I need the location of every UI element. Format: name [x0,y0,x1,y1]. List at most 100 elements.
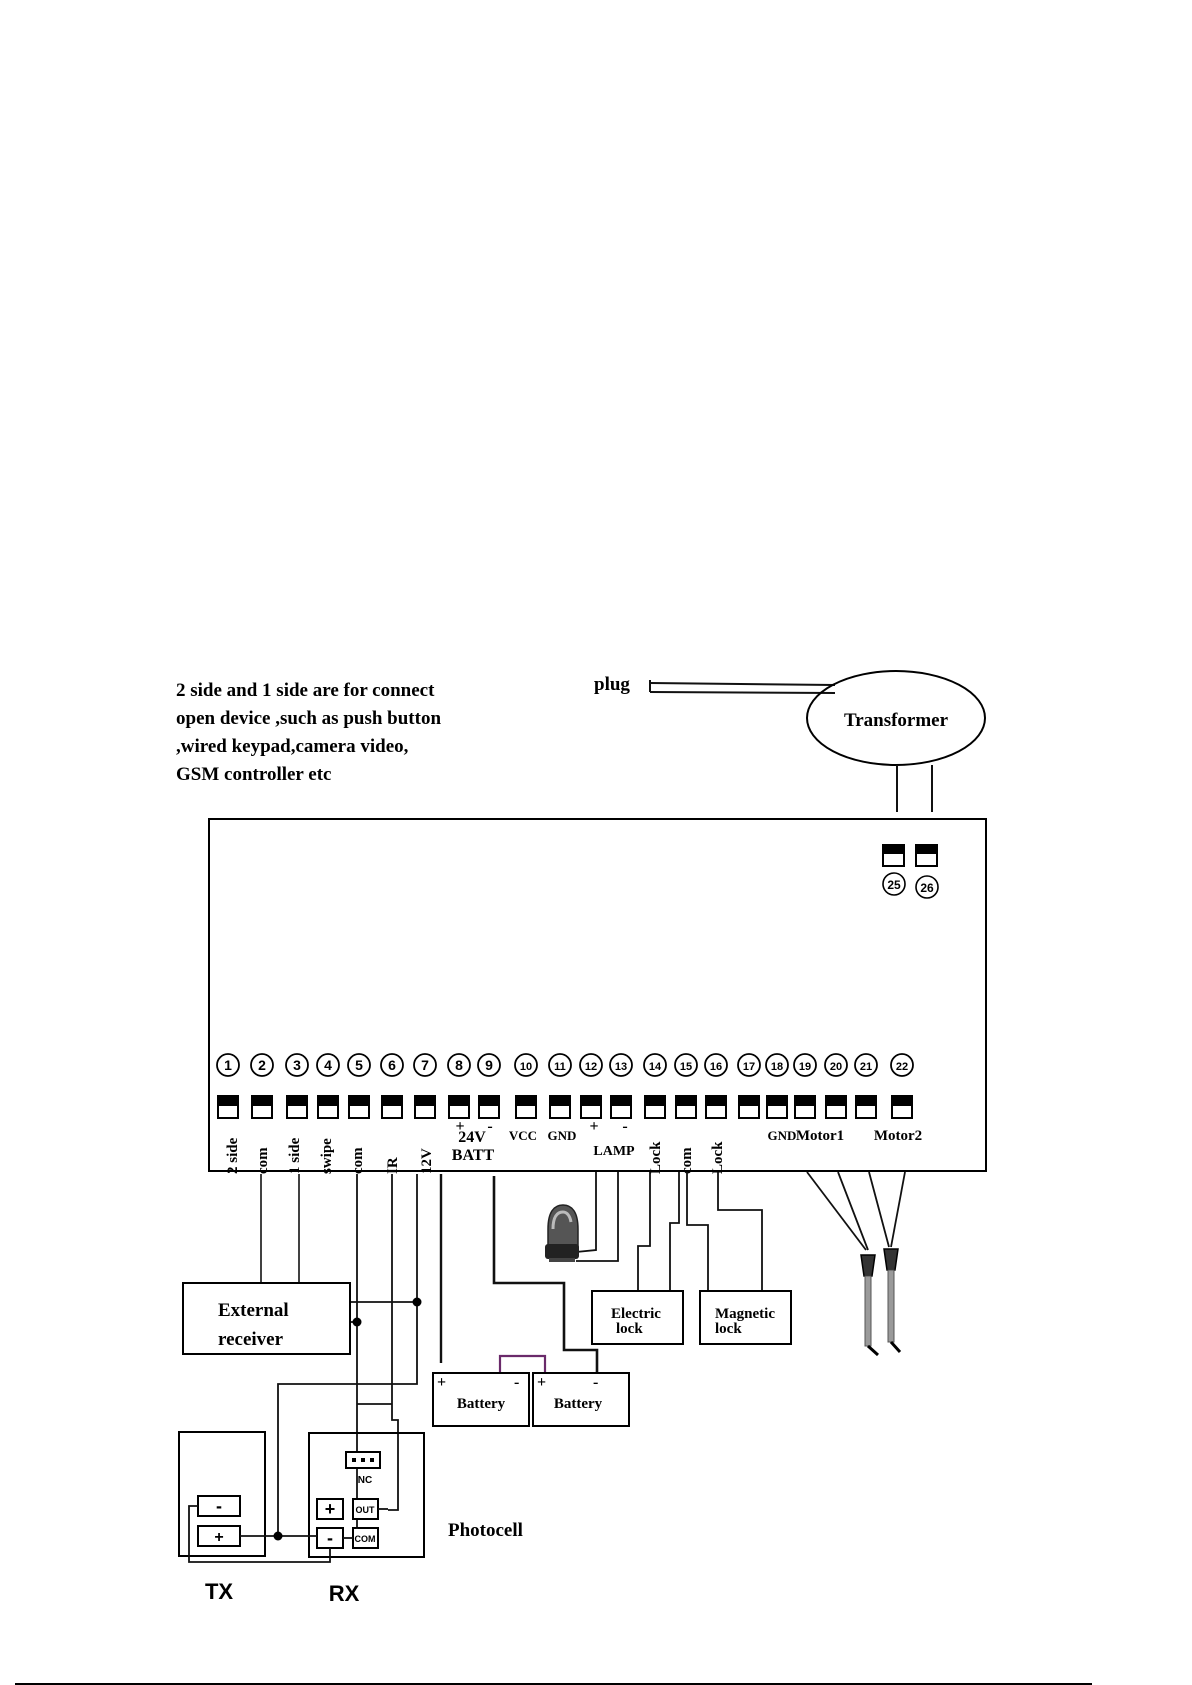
rx-minus-label: - [327,1528,333,1548]
terminal-26-number: 26 [920,881,934,895]
note-line-4: GSM controller etc [176,764,331,785]
wire-lamp-minus [576,1172,619,1262]
terminal-15-label: com [679,1147,695,1174]
terminal-8-circle [447,1053,471,1077]
terminal-18-label: GND [768,1128,797,1143]
terminal-19-number: 19 [799,1061,811,1073]
terminal-19-circle [793,1053,817,1077]
rx-nc-label: NC [358,1475,372,1486]
terminal-6-label: IR [385,1157,401,1174]
plug-cord-1 [649,682,836,686]
terminal-3-label: 1 side [287,1137,303,1174]
junction-2 [352,1317,362,1327]
motor-actuator-1 [860,1254,880,1357]
terminal-17-number: 17 [743,1061,755,1073]
rx-com-label: COM [355,1534,376,1544]
rx-out-label: OUT [356,1505,376,1515]
terminal-2: 2 com [250,1053,274,1174]
terminal-1-label: 2 side [225,1137,241,1174]
terminal-1-number: 1 [224,1057,232,1073]
note-line-3: ,wired keypad,camera video, [176,736,409,757]
terminal-12-number: 12 [585,1061,597,1073]
wire-lock16 [717,1172,763,1291]
terminal-20: 20 [824,1053,848,1119]
terminal-17-circle [737,1053,761,1077]
plug-label: plug [594,674,630,695]
terminal-13-number: 13 [615,1061,627,1073]
terminal-20-number: 20 [830,1061,842,1073]
terminal-2-label: com [255,1147,271,1174]
magnetic-lock: Magnetic lock [699,1290,792,1345]
terminal-7-label: 12V [419,1148,435,1174]
terminal-3-number: 3 [293,1057,301,1073]
wire-ir-out [388,1404,399,1511]
photocell-rx: NC + - OUT COM RX [308,1432,425,1606]
wire-lamp-plus [575,1172,597,1253]
wire-lock14 [637,1172,651,1291]
rx-plus-label: + [325,1499,336,1519]
terminal-11-number: 11 [554,1061,566,1073]
battery-2: + - Battery [532,1372,630,1427]
label-24v: 24V [458,1129,486,1146]
terminal-22-number: 22 [896,1061,908,1073]
wire-motor1-b [837,1171,869,1251]
photocell-label: Photocell [448,1520,523,1541]
terminal-4-label: swipe [319,1138,335,1174]
wire-com15-magnetic [686,1172,709,1291]
terminal-25-number: 25 [887,878,901,892]
battery-1-label: Battery [457,1396,506,1412]
terminal-11-label: GND [548,1128,577,1143]
terminal-8-label: + [455,1118,464,1135]
tx-label: TX [205,1579,233,1604]
terminal-21-label: Motor2 [874,1128,922,1144]
terminal-1: 1 2 side [216,1053,241,1174]
note-line-1: 2 side and 1 side are for connect [176,680,435,701]
terminal-14-number: 14 [649,1061,662,1073]
rx-plus-terminal [316,1498,344,1520]
terminal-8-number: 8 [455,1057,463,1073]
terminal-25: 25 [882,844,906,896]
terminal-26: 26 [915,844,939,899]
terminal-21-circle [854,1053,878,1077]
terminal-10-circle [514,1053,538,1077]
motor-actuator-2 [883,1248,902,1354]
terminal-12: 12+ [579,1053,603,1135]
terminal-4-number: 4 [324,1057,332,1073]
terminal-9-circle [477,1053,501,1077]
terminal-5-number: 5 [355,1057,363,1073]
magnetic-lock-line-2: lock [715,1321,742,1337]
terminal-15: 15 com [674,1053,698,1174]
terminal-18-number: 18 [771,1061,783,1073]
terminal-18-circle [765,1053,789,1077]
terminal-20-circle [824,1053,848,1077]
photocell-tx: - + TX [178,1431,266,1604]
photocell-wires [188,1505,388,1563]
terminal-13-circle [609,1053,633,1077]
wire-com15-electric [669,1172,680,1291]
warning-lamp-icon [545,1204,579,1262]
wire-batt-minus [492,1176,599,1373]
terminal-5-circle [347,1053,371,1077]
note: 2 side and 1 side are for connect open d… [176,680,441,785]
terminal-13: 13- [609,1053,633,1135]
wire-motor2-a [868,1171,890,1248]
wire-motor1-a [806,1171,867,1251]
terminal-8: 8+ [447,1053,471,1135]
terminal-10-number: 10 [520,1061,532,1073]
electric-lock-line-1: Electric [611,1306,661,1322]
terminal-3: 3 1 side [285,1053,309,1174]
terminal-9: 9- [477,1053,501,1135]
rx-label: RX [329,1581,360,1606]
external-receiver-line-2: receiver [218,1329,284,1350]
terminal-16-label: Lock [710,1141,726,1174]
magnetic-lock-line-1: Magnetic [715,1306,775,1322]
terminal-6: 6IR [380,1053,404,1174]
note-line-2: open device ,such as push button [176,708,441,729]
terminal-15-number: 15 [680,1061,692,1073]
terminal-2-number: 2 [258,1057,266,1073]
